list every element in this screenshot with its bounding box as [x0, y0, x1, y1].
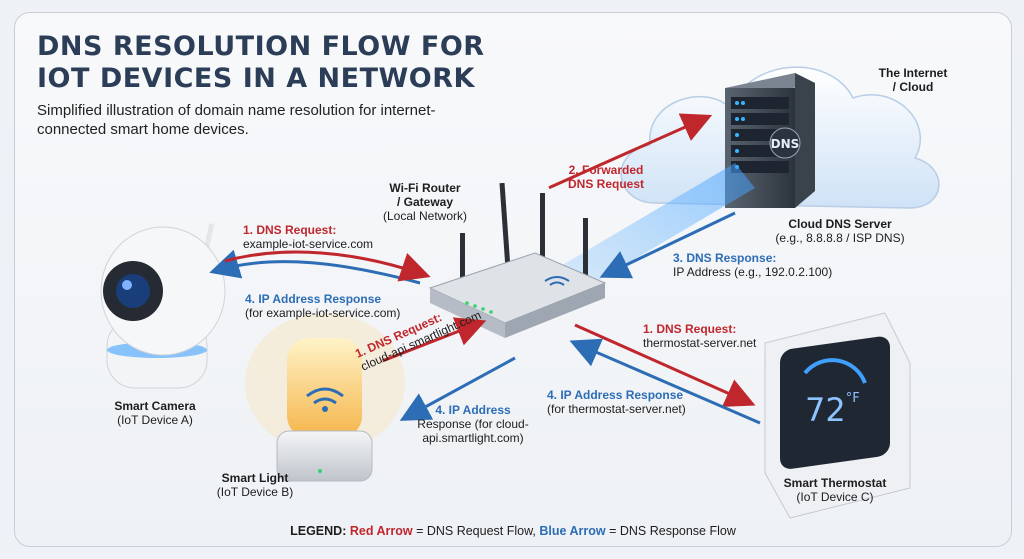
camera-label: Smart Camera (IoT Device A): [95, 399, 215, 427]
light-name: Smart Light: [221, 471, 289, 485]
title-line-2: IOT DEVICES IN A NETWORK: [37, 63, 475, 94]
router-label-line-1: Wi-Fi Router: [389, 181, 461, 195]
legend: LEGEND: Red Arrow = DNS Request Flow, Bl…: [15, 524, 1011, 538]
light-response-line-2: Response (for cloud-: [417, 417, 529, 431]
thermo-request-label: 1. DNS Request: thermostat-server.net: [643, 322, 783, 350]
title-line-1: DNS RESOLUTION FLOW FOR: [37, 31, 485, 62]
cloud-label: The Internet / Cloud: [863, 66, 963, 94]
dns-server-detail: (e.g., 8.8.8.8 / ISP DNS): [775, 231, 905, 245]
light-response-line-3: api.smartlight.com): [422, 431, 524, 445]
legend-blue-text: = DNS Response Flow: [605, 524, 736, 538]
camera-name: Smart Camera: [114, 399, 196, 413]
diagram-frame: DNS RESOLUTION FLOW FOR IOT DEVICES IN A…: [14, 12, 1012, 547]
light-label: Smart Light (IoT Device B): [195, 471, 315, 499]
dns-badge: DNS: [770, 137, 800, 151]
diagram-artwork: [100, 66, 940, 519]
forwarded-line-2: DNS Request: [567, 177, 644, 191]
thermo-response-detail: (for thermostat-server.net): [547, 402, 686, 416]
thermostat-value: 72: [805, 391, 846, 429]
flow-arrows: [209, 113, 761, 425]
camera-request-label: 1. DNS Request: example-iot-service.com: [243, 223, 443, 251]
page-subtitle: Simplified illustration of domain name r…: [37, 102, 436, 138]
thermostat-reading: 72°F: [805, 391, 860, 429]
camera-request-title: 1. DNS Request:: [243, 223, 337, 237]
smart-light-shape: [245, 313, 405, 482]
camera-response-label: 4. IP Address Response (for example-iot-…: [245, 292, 445, 320]
dns-server-label: Cloud DNS Server (e.g., 8.8.8.8 / ISP DN…: [745, 217, 935, 245]
legend-red-text: = DNS Request Flow,: [412, 524, 540, 538]
light-response-line-1: 4. IP Address: [435, 403, 511, 417]
dns-response-detail: IP Address (e.g., 192.0.2.100): [673, 265, 833, 279]
router-label: Wi-Fi Router / Gateway (Local Network): [355, 181, 495, 223]
camera-detail: (IoT Device A): [117, 413, 193, 427]
thermo-request-title: 1. DNS Request:: [643, 322, 737, 336]
dns-response-label: 3. DNS Response: IP Address (e.g., 192.0…: [673, 251, 883, 279]
thermostat-unit: °F: [845, 391, 860, 406]
router-label-detail: (Local Network): [382, 209, 468, 223]
thermostat-name: Smart Thermostat: [783, 476, 887, 490]
camera-response-title: 4. IP Address Response: [245, 292, 382, 306]
thermo-response-title: 4. IP Address Response: [547, 388, 684, 402]
dns-response-title: 3. DNS Response:: [673, 251, 777, 265]
legend-blue-label: Blue Arrow: [539, 524, 606, 538]
light-response-label: 4. IP Address Response (for cloud- api.s…: [403, 403, 543, 445]
page-title: DNS RESOLUTION FLOW FOR IOT DEVICES IN A…: [37, 31, 485, 95]
forwarded-request-label: 2. Forwarded DNS Request: [551, 163, 661, 191]
dns-server-name: Cloud DNS Server: [788, 217, 892, 231]
legend-prefix: LEGEND:: [290, 524, 347, 538]
thermo-request-detail: thermostat-server.net: [643, 336, 757, 350]
thermostat-label: Smart Thermostat (IoT Device C): [765, 476, 905, 504]
light-detail: (IoT Device B): [216, 485, 294, 499]
camera-response-detail: (for example-iot-service.com): [245, 306, 401, 320]
forwarded-line-1: 2. Forwarded: [568, 163, 644, 177]
thermo-response-label: 4. IP Address Response (for thermostat-s…: [547, 388, 727, 416]
router-label-line-2: / Gateway: [396, 195, 454, 209]
thermostat-detail: (IoT Device C): [796, 490, 874, 504]
thermostat-shape: [764, 312, 911, 519]
camera-shape: [100, 223, 226, 389]
legend-red-label: Red Arrow: [349, 524, 413, 538]
cloud-label-line-2: / Cloud: [892, 80, 934, 94]
cloud-label-line-1: The Internet: [878, 66, 948, 80]
camera-request-detail: example-iot-service.com: [243, 237, 374, 251]
